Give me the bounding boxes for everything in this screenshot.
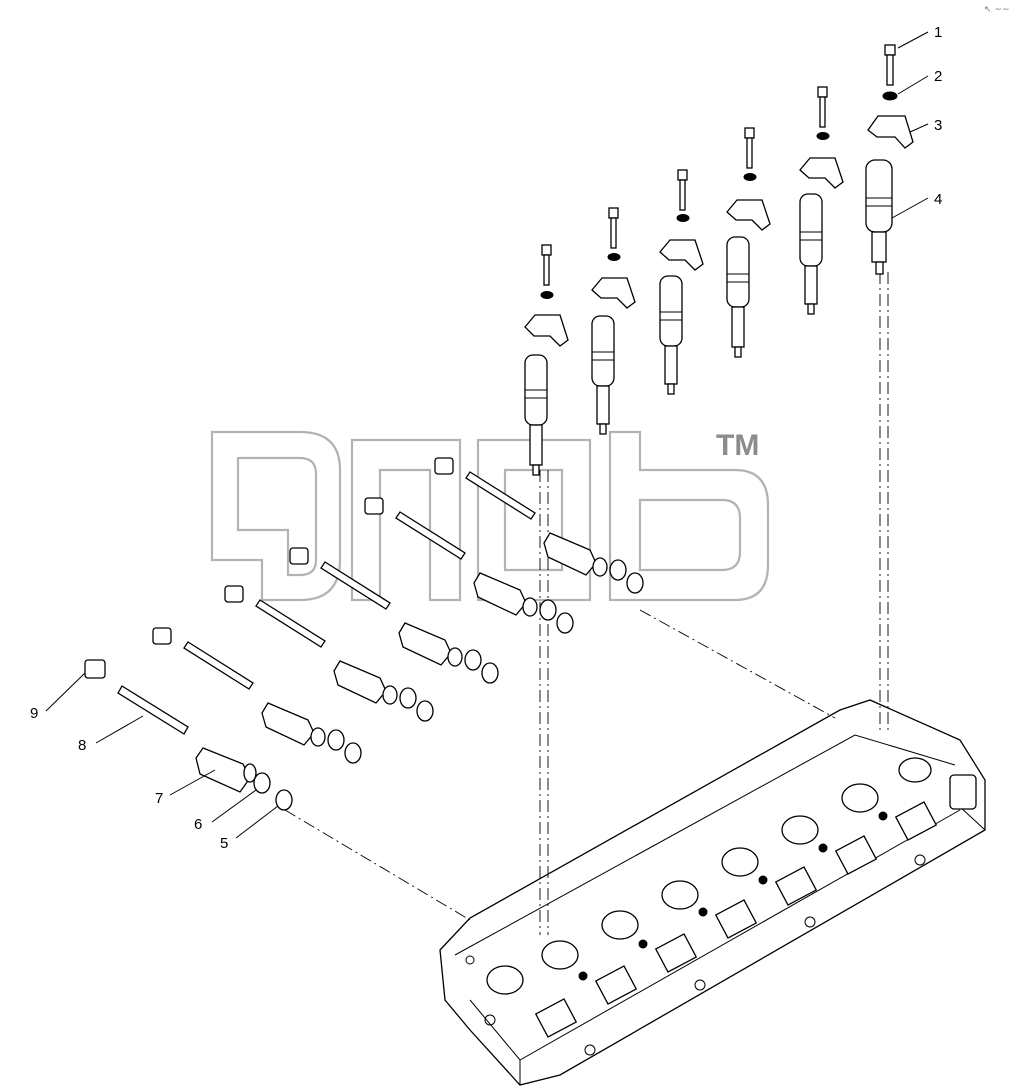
injector-sets <box>524 44 914 476</box>
callout-2: 2 <box>934 68 942 85</box>
injector-set <box>659 169 704 395</box>
callout-4: 4 <box>934 191 942 208</box>
injector-set <box>591 207 636 435</box>
corner-mark: ↖ ~~ <box>984 5 1009 15</box>
cylinder-head-ports <box>465 757 977 1056</box>
injector-set <box>726 127 771 358</box>
watermark-logo: TM <box>210 429 770 602</box>
connector-tube <box>195 747 251 793</box>
watermark-tm: TM <box>716 429 759 462</box>
o-ring-inner <box>253 772 271 794</box>
washer <box>882 91 898 101</box>
cylinder-head <box>439 699 986 1086</box>
callout-7: 7 <box>155 790 163 807</box>
callout-1: 1 <box>934 24 942 41</box>
injector-set-labeled <box>865 44 914 275</box>
o-ring-outer <box>275 789 293 811</box>
connector-set <box>152 627 362 764</box>
callout-8: 8 <box>78 737 86 754</box>
bolt-head <box>884 44 896 56</box>
connector-set <box>224 585 434 722</box>
injector-set <box>524 244 569 476</box>
callout-9: 9 <box>30 705 38 722</box>
injector-set <box>799 86 844 315</box>
connector-set <box>289 547 499 684</box>
fuel-line-pipe <box>117 685 189 735</box>
callout-labels: 1 2 3 4 5 6 7 8 9 <box>30 24 942 852</box>
connector-set-labeled <box>84 659 293 811</box>
callout-6: 6 <box>194 816 202 833</box>
nut <box>84 659 106 679</box>
callout-3: 3 <box>934 117 942 134</box>
connector-set <box>364 497 574 634</box>
injector-clamp <box>867 115 914 149</box>
leader-lines <box>45 31 929 839</box>
fuel-connector-sets <box>84 457 644 811</box>
bolt-shank <box>886 54 894 86</box>
injector-body <box>865 159 893 233</box>
callout-5: 5 <box>220 835 228 852</box>
connector-set <box>434 457 644 594</box>
